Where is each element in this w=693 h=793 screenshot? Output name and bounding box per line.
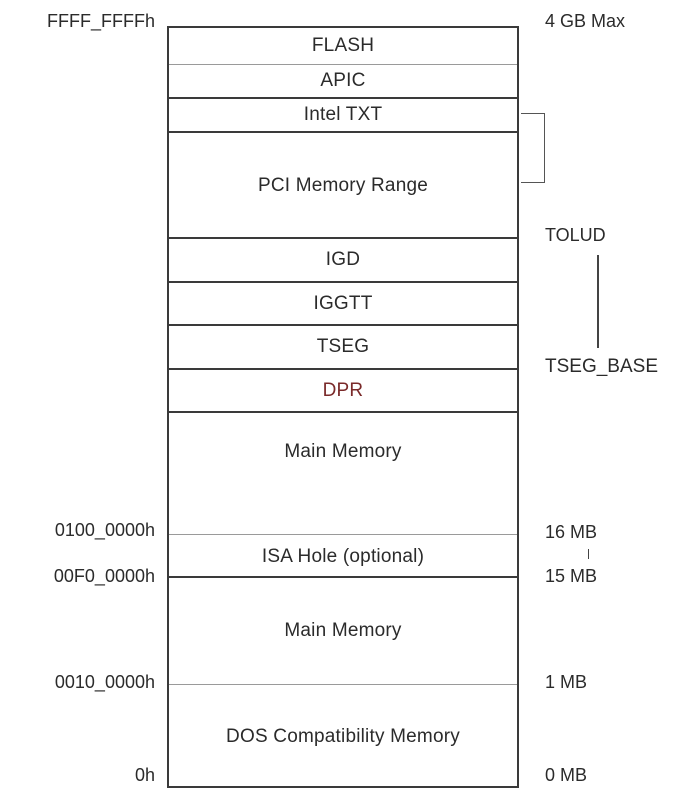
region-main-memory-upper: Main Memory (284, 441, 402, 462)
address-ffff-ffff: FFFF_FFFFh (47, 11, 155, 31)
label-16mb: 16 MB (545, 522, 598, 542)
region-intel-txt: Intel TXT (303, 104, 383, 125)
label-1mb: 1 MB (545, 672, 588, 692)
region-isa-hole: ISA Hole (optional) (261, 545, 425, 567)
address-0010-0000: 0010_0000h (54, 672, 155, 692)
divider (169, 368, 517, 370)
mb-range-tick (588, 549, 589, 559)
region-flash: FLASH (311, 35, 375, 56)
label-0mb: 0 MB (545, 765, 588, 785)
region-dos-compatibility-memory: DOS Compatibility Memory (226, 725, 460, 747)
region-dpr: DPR (322, 379, 364, 401)
tolud-tseg-connector (597, 255, 599, 348)
region-main-memory-lower: Main Memory (284, 619, 402, 641)
divider (169, 64, 517, 65)
divider (169, 281, 517, 283)
divider (169, 131, 517, 133)
txt-range-bracket (521, 113, 545, 183)
divider (169, 411, 517, 413)
region-pci-memory-range: PCI Memory Range (257, 174, 429, 196)
region-igd: IGD (325, 248, 361, 270)
address-00f0-0000: 00F0_0000h (53, 566, 155, 586)
label-15mb: 15 MB (545, 566, 598, 586)
divider (169, 576, 517, 578)
divider (169, 684, 517, 685)
region-apic: APIC (320, 69, 366, 91)
label-tseg-base: TSEG_BASE (545, 356, 658, 377)
region-iggtt: IGGTT (313, 293, 373, 314)
memory-map-stack: FLASH APIC Intel TXT PCI Memory Range IG… (167, 26, 519, 788)
address-zero: 0h (134, 765, 155, 785)
region-tseg: TSEG (316, 336, 370, 357)
divider (169, 237, 517, 239)
divider (169, 97, 517, 99)
label-tolud: TOLUD (545, 225, 606, 245)
address-0100-0000: 0100_0000h (54, 520, 155, 540)
divider (169, 534, 517, 535)
divider (169, 324, 517, 326)
label-4gb-max: 4 GB Max (545, 11, 626, 31)
